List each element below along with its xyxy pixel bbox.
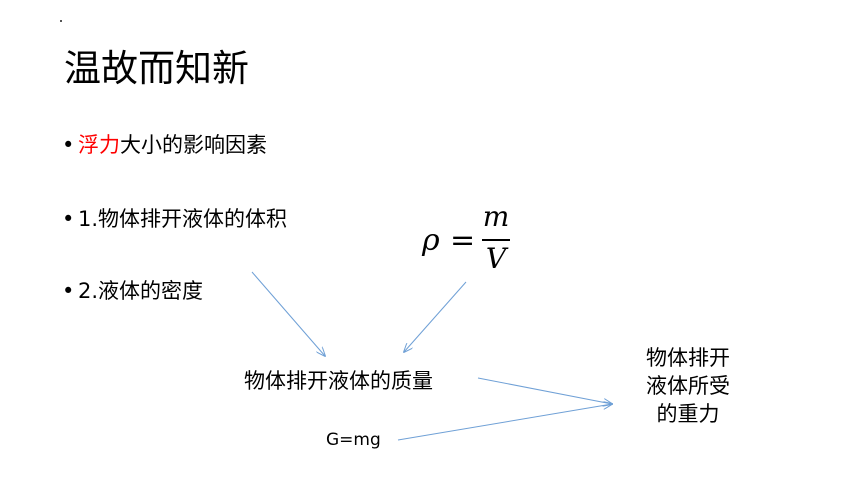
bullet-factors-text: 大小的影响因素 <box>120 133 267 157</box>
bullet-dot-icon: • <box>62 279 75 303</box>
bullet-dot-icon: • <box>62 207 75 231</box>
gravity-formula: G=mg <box>326 430 381 450</box>
arrow-gravity-to-weight <box>397 404 612 441</box>
formula-denominator: V <box>485 242 507 275</box>
arrow-density-to-mass <box>251 271 325 356</box>
slide-title: 温故而知新 <box>64 47 249 90</box>
arrow-formula-to-mass <box>404 281 467 352</box>
result-line-1: 物体排开 <box>646 346 730 370</box>
formula-rho: ρ <box>422 223 440 258</box>
buoyancy-highlight: 浮力 <box>78 133 120 157</box>
bullet-factors: •浮力大小的影响因素 <box>62 130 267 160</box>
result-line-3: 的重力 <box>656 402 720 426</box>
corner-mark <box>60 20 62 22</box>
displaced-weight-label: 物体排开 液体所受 的重力 <box>630 344 746 428</box>
bullet-density: •2.液体的密度 <box>62 276 203 306</box>
displaced-mass-label: 物体排开液体的质量 <box>244 369 433 393</box>
density-formula: ρ = m V <box>420 202 520 280</box>
bullet-density-text: 2.液体的密度 <box>78 279 204 303</box>
formula-numerator: m <box>482 200 510 233</box>
bullet-volume-text: 1.物体排开液体的体积 <box>78 207 288 231</box>
bullet-volume: •1.物体排开液体的体积 <box>62 204 287 234</box>
arrow-mass-to-weight <box>477 377 612 404</box>
result-line-2: 液体所受 <box>646 374 730 398</box>
bullet-dot-icon: • <box>62 133 75 157</box>
formula-equals: = <box>450 223 476 258</box>
fraction-bar <box>482 239 510 241</box>
